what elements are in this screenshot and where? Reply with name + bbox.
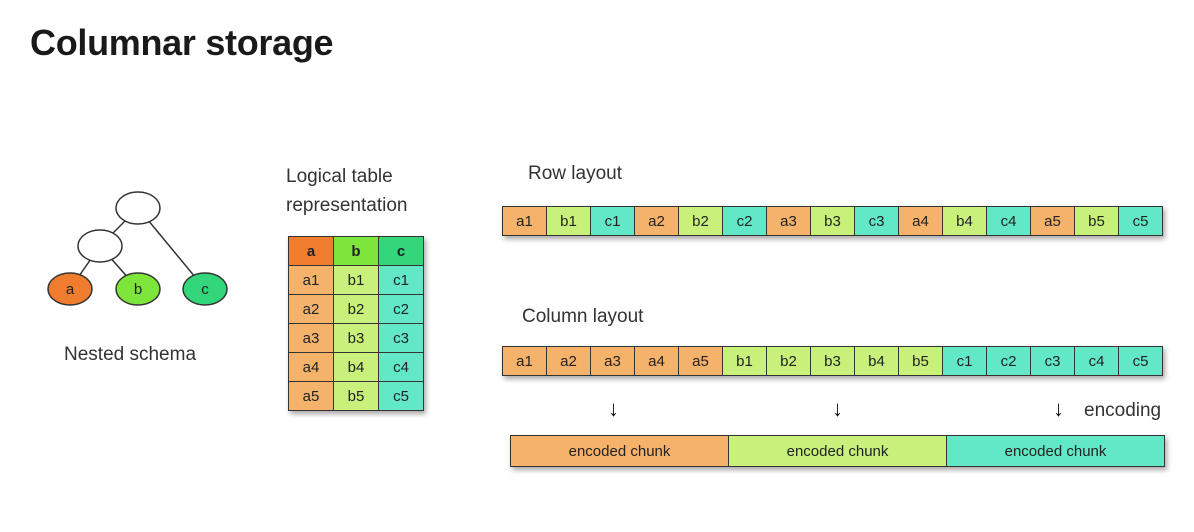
table-header-a: a — [288, 236, 334, 266]
layout-cell: a5 — [678, 346, 723, 376]
encoded-chunk: encoded chunk — [946, 435, 1165, 467]
table-cell: b4 — [333, 352, 379, 382]
table-cell: c1 — [378, 265, 424, 295]
table-cell: b1 — [333, 265, 379, 295]
table-cell: b2 — [333, 294, 379, 324]
nested-schema-tree: a b c — [47, 191, 228, 306]
down-arrow-icon: ↓ — [608, 396, 619, 421]
table-header-row: a b c — [288, 236, 424, 266]
layout-cell: a3 — [766, 206, 811, 236]
table-header-b: b — [333, 236, 379, 266]
leaf-label-a: a — [66, 281, 75, 298]
table-header-c: c — [378, 236, 424, 266]
encoded-chunk: encoded chunk — [510, 435, 729, 467]
encoded-chunks-bar: encoded chunk encoded chunk encoded chun… — [510, 435, 1165, 467]
layout-cell: a2 — [546, 346, 591, 376]
layout-cell: c2 — [986, 346, 1031, 376]
layout-cell: b5 — [898, 346, 943, 376]
layout-cell: c4 — [986, 206, 1031, 236]
layout-cell: c5 — [1118, 346, 1163, 376]
table-cell: a3 — [288, 323, 334, 353]
leaf-label-b: b — [134, 281, 142, 298]
encoding-label: encoding — [1084, 400, 1162, 421]
layout-cell: a1 — [502, 346, 547, 376]
leaf-label-c: c — [201, 281, 209, 298]
encoded-chunk: encoded chunk — [728, 435, 947, 467]
schema-caption: Nested schema — [64, 344, 197, 365]
table-caption-line2: representation — [286, 195, 408, 216]
table-cell: a4 — [288, 352, 334, 382]
page-title: Columnar storage — [30, 22, 334, 63]
table-row: a5 b5 c5 — [288, 381, 424, 411]
table-row: a4 b4 c4 — [288, 352, 424, 382]
layout-cell: a4 — [634, 346, 679, 376]
layout-cell: b4 — [942, 206, 987, 236]
table-cell: a2 — [288, 294, 334, 324]
layout-cell: b2 — [678, 206, 723, 236]
table-cell: c4 — [378, 352, 424, 382]
layout-cell: b1 — [546, 206, 591, 236]
layout-cell: b1 — [722, 346, 767, 376]
layout-cell: c4 — [1074, 346, 1119, 376]
inner-node — [77, 229, 123, 263]
table-cell: c3 — [378, 323, 424, 353]
down-arrow-icon: ↓ — [1053, 396, 1064, 421]
layout-cell: b5 — [1074, 206, 1119, 236]
leaf-node-c — [182, 272, 228, 306]
layout-cell: a3 — [590, 346, 635, 376]
layout-cell: c2 — [722, 206, 767, 236]
layout-cell: c3 — [1030, 346, 1075, 376]
table-cell: b5 — [333, 381, 379, 411]
layout-cell: b2 — [766, 346, 811, 376]
layout-cell: b4 — [854, 346, 899, 376]
table-cell: a5 — [288, 381, 334, 411]
table-row: a3 b3 c3 — [288, 323, 424, 353]
layout-cell: c5 — [1118, 206, 1163, 236]
layout-cell: a4 — [898, 206, 943, 236]
column-layout-caption: Column layout — [522, 306, 644, 327]
layout-cell: a2 — [634, 206, 679, 236]
table-cell: b3 — [333, 323, 379, 353]
root-node — [115, 191, 161, 225]
leaf-node-a — [47, 272, 93, 306]
table-cell: a1 — [288, 265, 334, 295]
leaf-node-b — [115, 272, 161, 306]
table-caption: Logical table representation — [286, 162, 407, 220]
layout-cell: c1 — [942, 346, 987, 376]
table-cell: c2 — [378, 294, 424, 324]
layout-cell: a5 — [1030, 206, 1075, 236]
layout-cell: a1 — [502, 206, 547, 236]
row-layout-caption: Row layout — [528, 163, 622, 184]
table-row: a1 b1 c1 — [288, 265, 424, 295]
layout-cell: b3 — [810, 206, 855, 236]
table-cell: c5 — [378, 381, 424, 411]
layout-cell: c1 — [590, 206, 635, 236]
layout-cell: c3 — [854, 206, 899, 236]
layout-cell: b3 — [810, 346, 855, 376]
down-arrow-icon: ↓ — [832, 396, 843, 421]
table-row: a2 b2 c2 — [288, 294, 424, 324]
table-caption-line1: Logical table — [286, 166, 393, 187]
logical-table: a b c a1 b1 c1 a2 b2 c2 a3 b3 c3 a4 b4 c… — [288, 236, 424, 411]
